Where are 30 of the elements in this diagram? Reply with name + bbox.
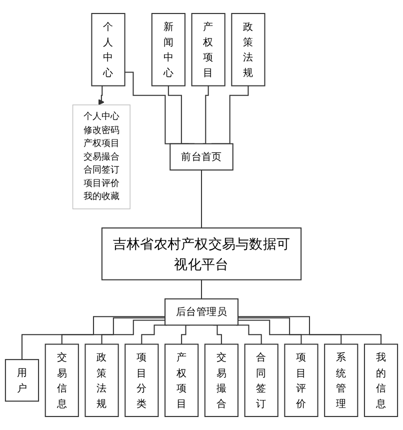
node-box: 项目评价 [284,344,318,418]
node-box: 产权项目 [164,344,199,418]
connector [141,324,167,345]
node-box: 交易信息 [44,344,79,418]
node-box: 个人中心 修改密码 产权项目 交易撮合 合同签订 项目评价 我的收藏 [72,104,130,210]
node-box: 政策法规 [231,12,266,86]
node-box: 后台管理员 [164,298,238,326]
connector [21,316,166,360]
connector [238,317,342,345]
arrow [98,85,104,106]
node-box: 前台首页 [170,143,234,170]
node-box: 个人中心 [91,12,126,86]
node-box: 我的信息 [364,344,398,418]
node-box: 吉林省农村产权交易与数据可视化平台 [101,227,302,280]
node-box: 政策法规 [84,344,119,418]
connector [61,317,166,345]
node-box: 交易撮合 [204,344,238,418]
node-box: 用户 [4,359,40,402]
node-box: 合同签订 [244,344,278,418]
connector [238,320,302,345]
node-box: 系统管理 [324,344,358,418]
connector [200,169,202,228]
connector [238,316,382,345]
connector [202,85,209,144]
connector [101,320,166,345]
connector [200,279,202,300]
node-box: 项目分类 [124,344,159,418]
node-box: 新闻中心 [151,12,186,86]
node-box: 产权项目 [191,12,226,86]
connector [236,324,262,345]
